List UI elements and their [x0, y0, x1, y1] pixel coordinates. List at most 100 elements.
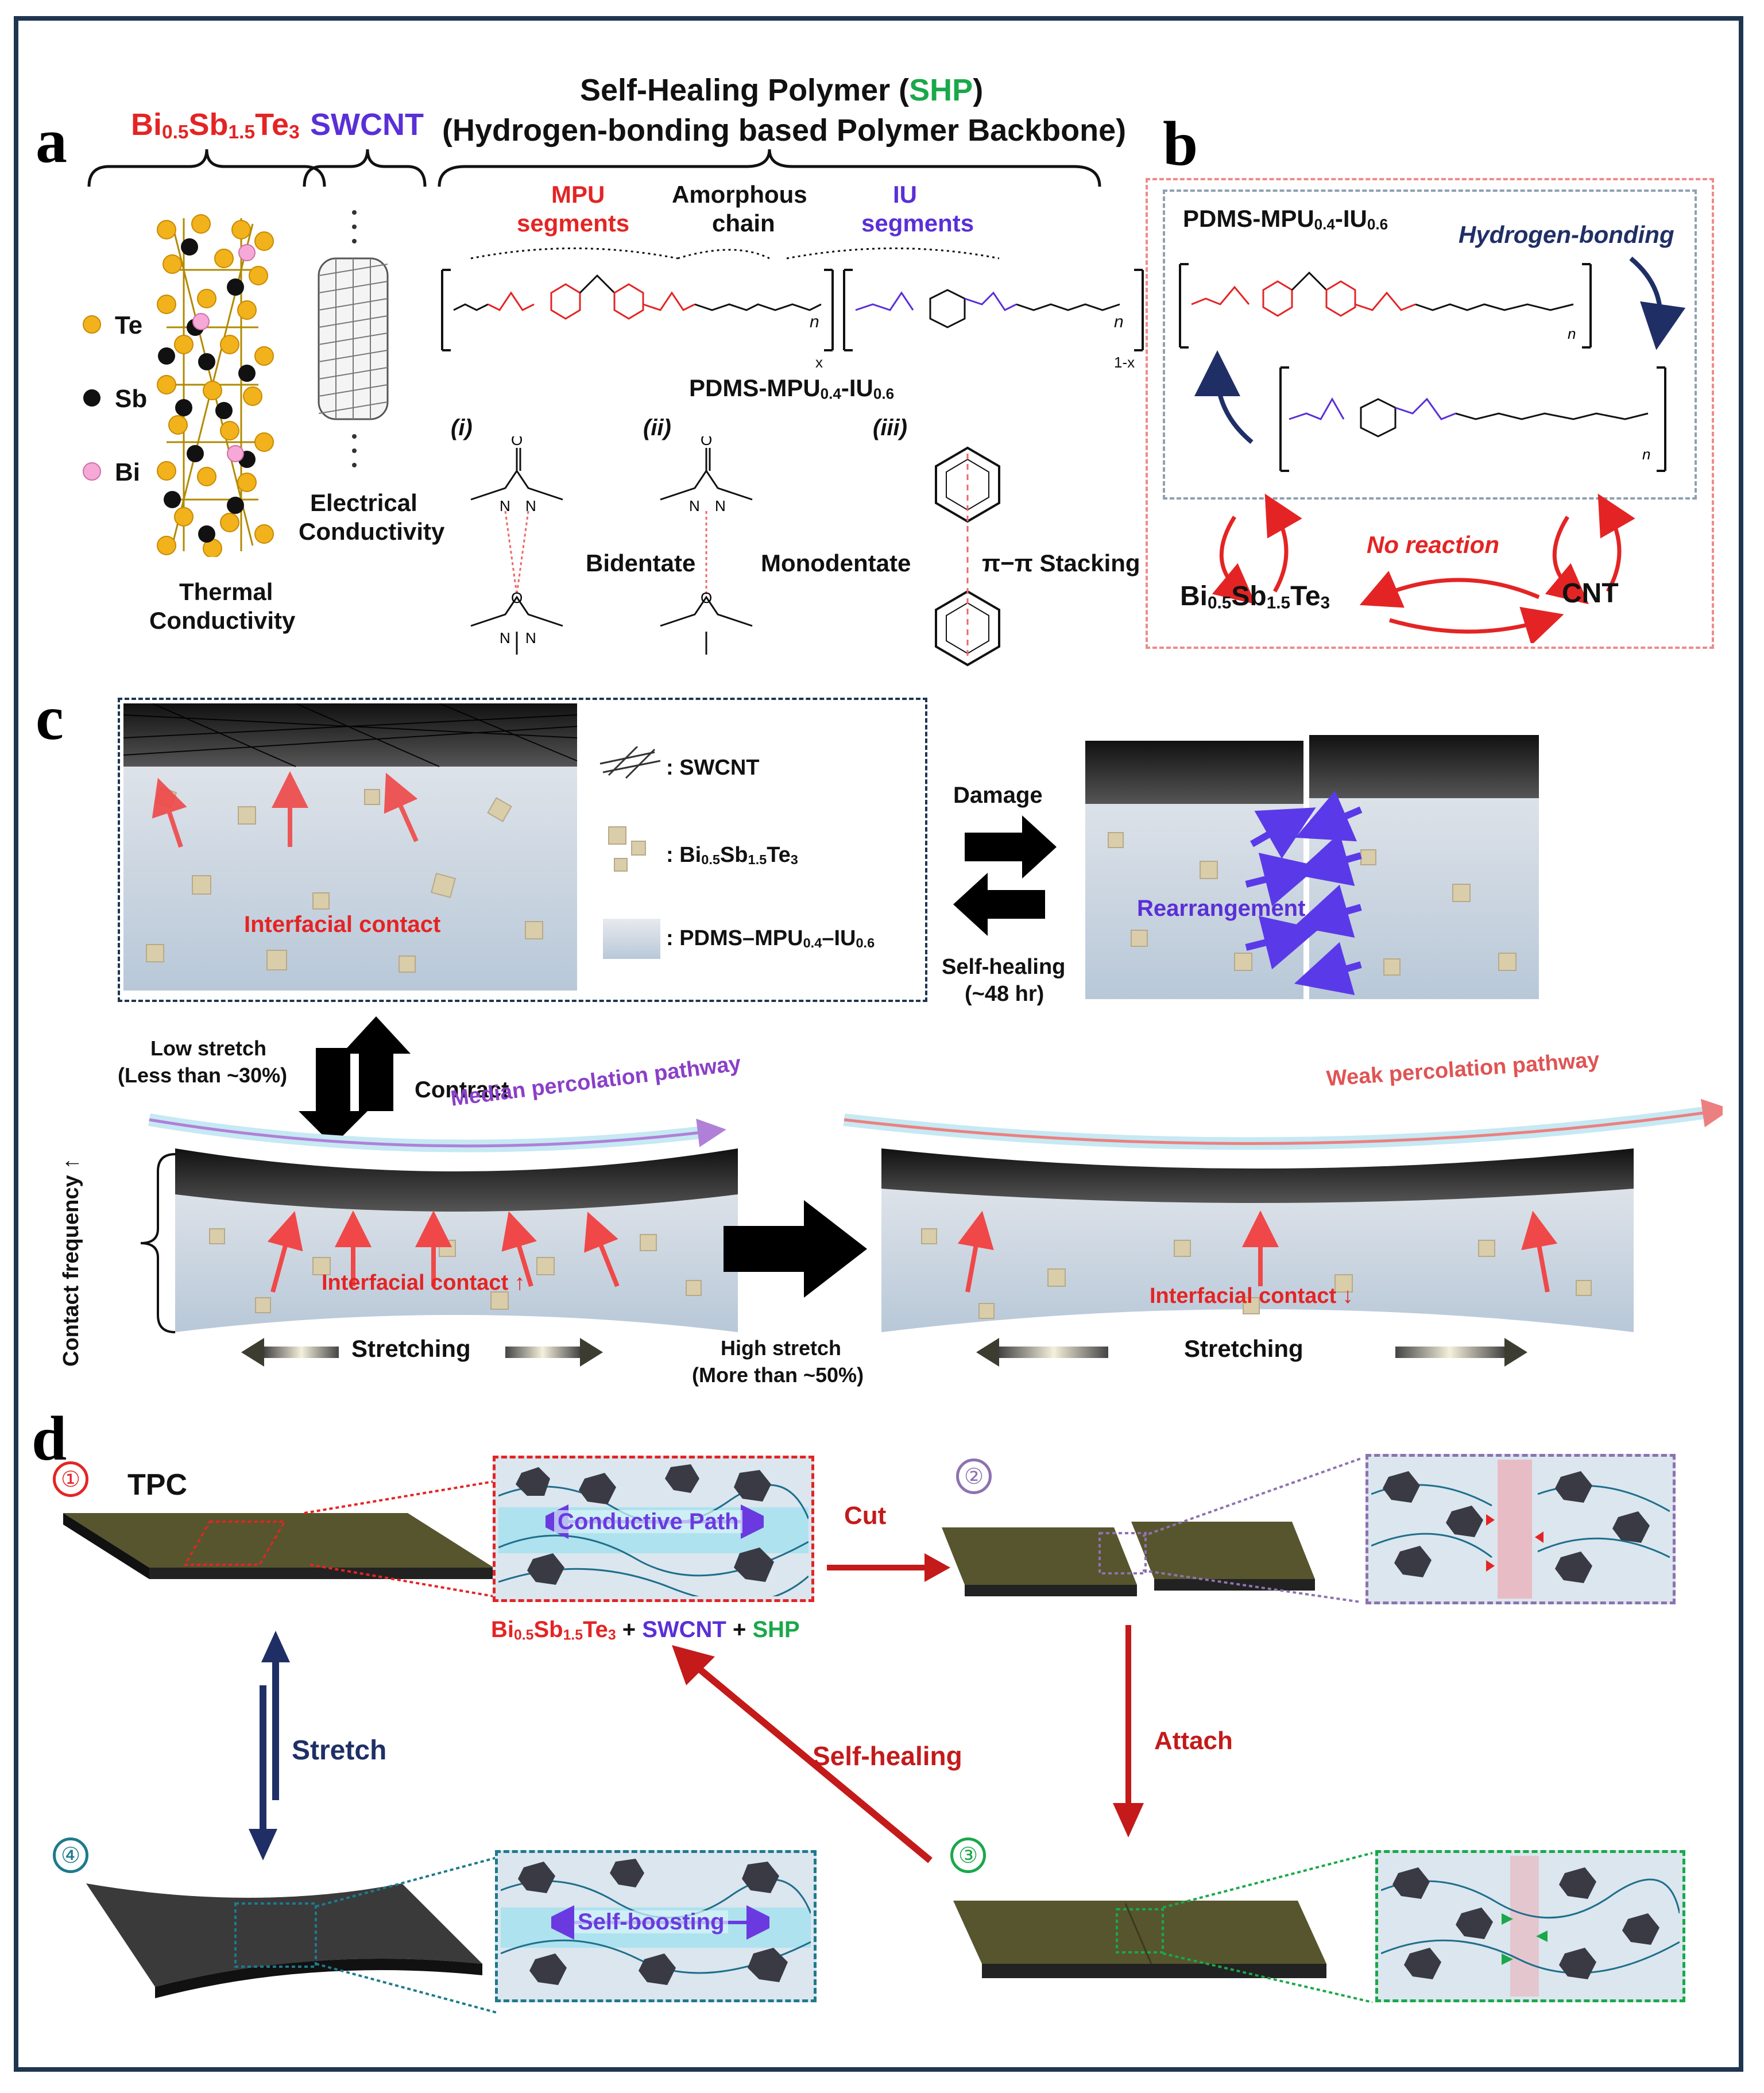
- bst-arrow-up: [1264, 493, 1302, 593]
- conductive-path-label: Conductive Path: [554, 1510, 742, 1533]
- svg-text:1-x: 1-x: [1114, 354, 1135, 371]
- zoom-lines-2: [1143, 1457, 1361, 1603]
- mode-i: (i): [451, 415, 473, 440]
- panel-c-legend-icons: [599, 746, 661, 959]
- svg-text:n: n: [1642, 446, 1650, 463]
- self-boosting-label: Self-boosting: [574, 1910, 728, 1933]
- legend-polymer: : PDMS–MPU0.4–IU0.6: [666, 926, 875, 951]
- bst-brace: [87, 149, 326, 187]
- cut-zoom-region: [1098, 1532, 1147, 1574]
- composite-high-stretch: [881, 1148, 1634, 1332]
- legend-swcnt: : SWCNT: [666, 756, 760, 780]
- bst-arrow-down: [1212, 516, 1256, 605]
- contract-arrow: [342, 1016, 411, 1111]
- cut-film: [942, 1522, 1315, 1596]
- interfacial-label: Interfacial contact: [244, 912, 441, 937]
- svg-text:O: O: [701, 436, 712, 448]
- damage-label: Damage: [953, 783, 1043, 808]
- no-reaction-arrow-left: [1359, 571, 1540, 608]
- stretched-film: [86, 1883, 482, 1998]
- weak-pathway-line: [844, 1098, 1723, 1146]
- electrical-label-2: Conductivity: [299, 518, 445, 545]
- attached-film: [953, 1901, 1326, 1978]
- svg-text:x: x: [815, 354, 823, 371]
- svg-text:N: N: [500, 497, 510, 514]
- self-healing-label-1: Self-healing: [942, 955, 1066, 979]
- stretching-arrow-high: [976, 1338, 1527, 1367]
- atom-legend: [83, 315, 101, 481]
- polymer-name-b: PDMS-MPU0.4-IU0.6: [1183, 205, 1388, 233]
- interfacial-down-label: Interfacial contact ↓: [1150, 1284, 1353, 1308]
- composite-pristine: [123, 703, 578, 991]
- stretching-label-high: Stretching: [1184, 1335, 1303, 1362]
- attach-label: Attach: [1154, 1727, 1233, 1755]
- self-healing-arrow-d: [672, 1645, 933, 1863]
- tpc-label: TPC: [127, 1468, 187, 1502]
- amorphous-label-2: chain: [712, 210, 775, 237]
- zoom-lines-3: [1162, 1852, 1373, 2003]
- high-stretch-arrow: [724, 1200, 867, 1298]
- damage-arrow: [965, 815, 1057, 879]
- svg-text:O: O: [511, 589, 523, 606]
- svg-text:N: N: [689, 497, 700, 514]
- step-3-badge: ③: [950, 1837, 986, 1873]
- stretch-label: Stretch: [292, 1735, 387, 1766]
- hbond-arrow-right: [1629, 256, 1686, 350]
- low-stretch-label-1: Low stretch: [150, 1036, 267, 1060]
- network-3: [1381, 1856, 1680, 1997]
- panel-c-letter: c: [36, 683, 64, 753]
- cnt-arrow-down: [1545, 516, 1589, 605]
- attach-arrow: [1113, 1625, 1144, 1837]
- interfacial-up-label: Interfacial contact ↑: [322, 1271, 525, 1295]
- self-healing-label-2: (~48 hr): [965, 982, 1045, 1006]
- tpc-zoom-region: [183, 1521, 287, 1566]
- self-healing-arrow: [953, 873, 1045, 936]
- electrical-label-1: Electrical: [310, 489, 417, 516]
- network-2: [1371, 1460, 1670, 1599]
- cnt-arrow-up: [1597, 493, 1635, 593]
- low-stretch-label-2: (Less than ~30%): [118, 1063, 288, 1087]
- low-stretch-arrow: [299, 1048, 368, 1146]
- stretching-arrow-low: [241, 1338, 603, 1367]
- high-stretch-label-2: (More than ~50%): [692, 1363, 864, 1387]
- mpu-label-1: MPU: [551, 181, 605, 208]
- median-pathway-line: [149, 1118, 726, 1148]
- amorphous-label-1: Amorphous: [672, 181, 807, 208]
- panel-a-letter: a: [36, 106, 67, 176]
- svg-text:N: N: [715, 497, 726, 514]
- iu-label-2: segments: [861, 210, 974, 237]
- thermal-label-2: Conductivity: [149, 607, 296, 634]
- step-2-badge: ②: [956, 1458, 992, 1494]
- zoom-lines-1: [304, 1480, 494, 1597]
- swcnt-nanotube: [318, 210, 389, 467]
- composition-label: Bi0.5Sb1.5Te3 + SWCNT + SHP: [491, 1617, 800, 1643]
- contact-freq-brace: [140, 1153, 176, 1333]
- mpu-label-2: segments: [517, 210, 630, 237]
- polymer-structure-b: n n: [1179, 263, 1666, 472]
- bst-label: Bi0.5Sb1.5Te3: [131, 107, 300, 144]
- contract-label: Contract: [415, 1077, 509, 1102]
- panel-b-letter: b: [1163, 109, 1198, 179]
- cnt-label-b: CNT: [1562, 578, 1619, 609]
- mode-iii: (iii): [873, 415, 907, 440]
- pi-stacking-diagram: [935, 446, 1000, 667]
- high-stretch-label-1: High stretch: [721, 1336, 842, 1360]
- panel-b-outer-box: [1146, 178, 1714, 649]
- step-4-badge: ④: [53, 1837, 88, 1873]
- panel-c-top-box: [118, 698, 927, 1002]
- legend-bi: Bi: [115, 458, 140, 486]
- bidentate-label: Bidentate: [586, 550, 696, 577]
- stacking-label: π−π Stacking: [982, 550, 1140, 577]
- monodentate-label: Monodentate: [761, 550, 911, 577]
- sb-atom-icon: [83, 389, 100, 407]
- swcnt-brace: [303, 149, 427, 187]
- svg-text:N: N: [525, 629, 536, 647]
- damage-heal-arrows: [953, 815, 1057, 936]
- contact-freq-label: Contact frequency ↑: [59, 1158, 83, 1367]
- crystal-structure: [157, 214, 274, 557]
- tpc-film: [63, 1513, 494, 1579]
- composite-damaged: [1085, 735, 1539, 999]
- panel-d-letter: d: [32, 1403, 67, 1473]
- shp-title: Self-Healing Polymer (SHP): [580, 73, 984, 107]
- hbond-label: Hydrogen-bonding: [1459, 221, 1674, 248]
